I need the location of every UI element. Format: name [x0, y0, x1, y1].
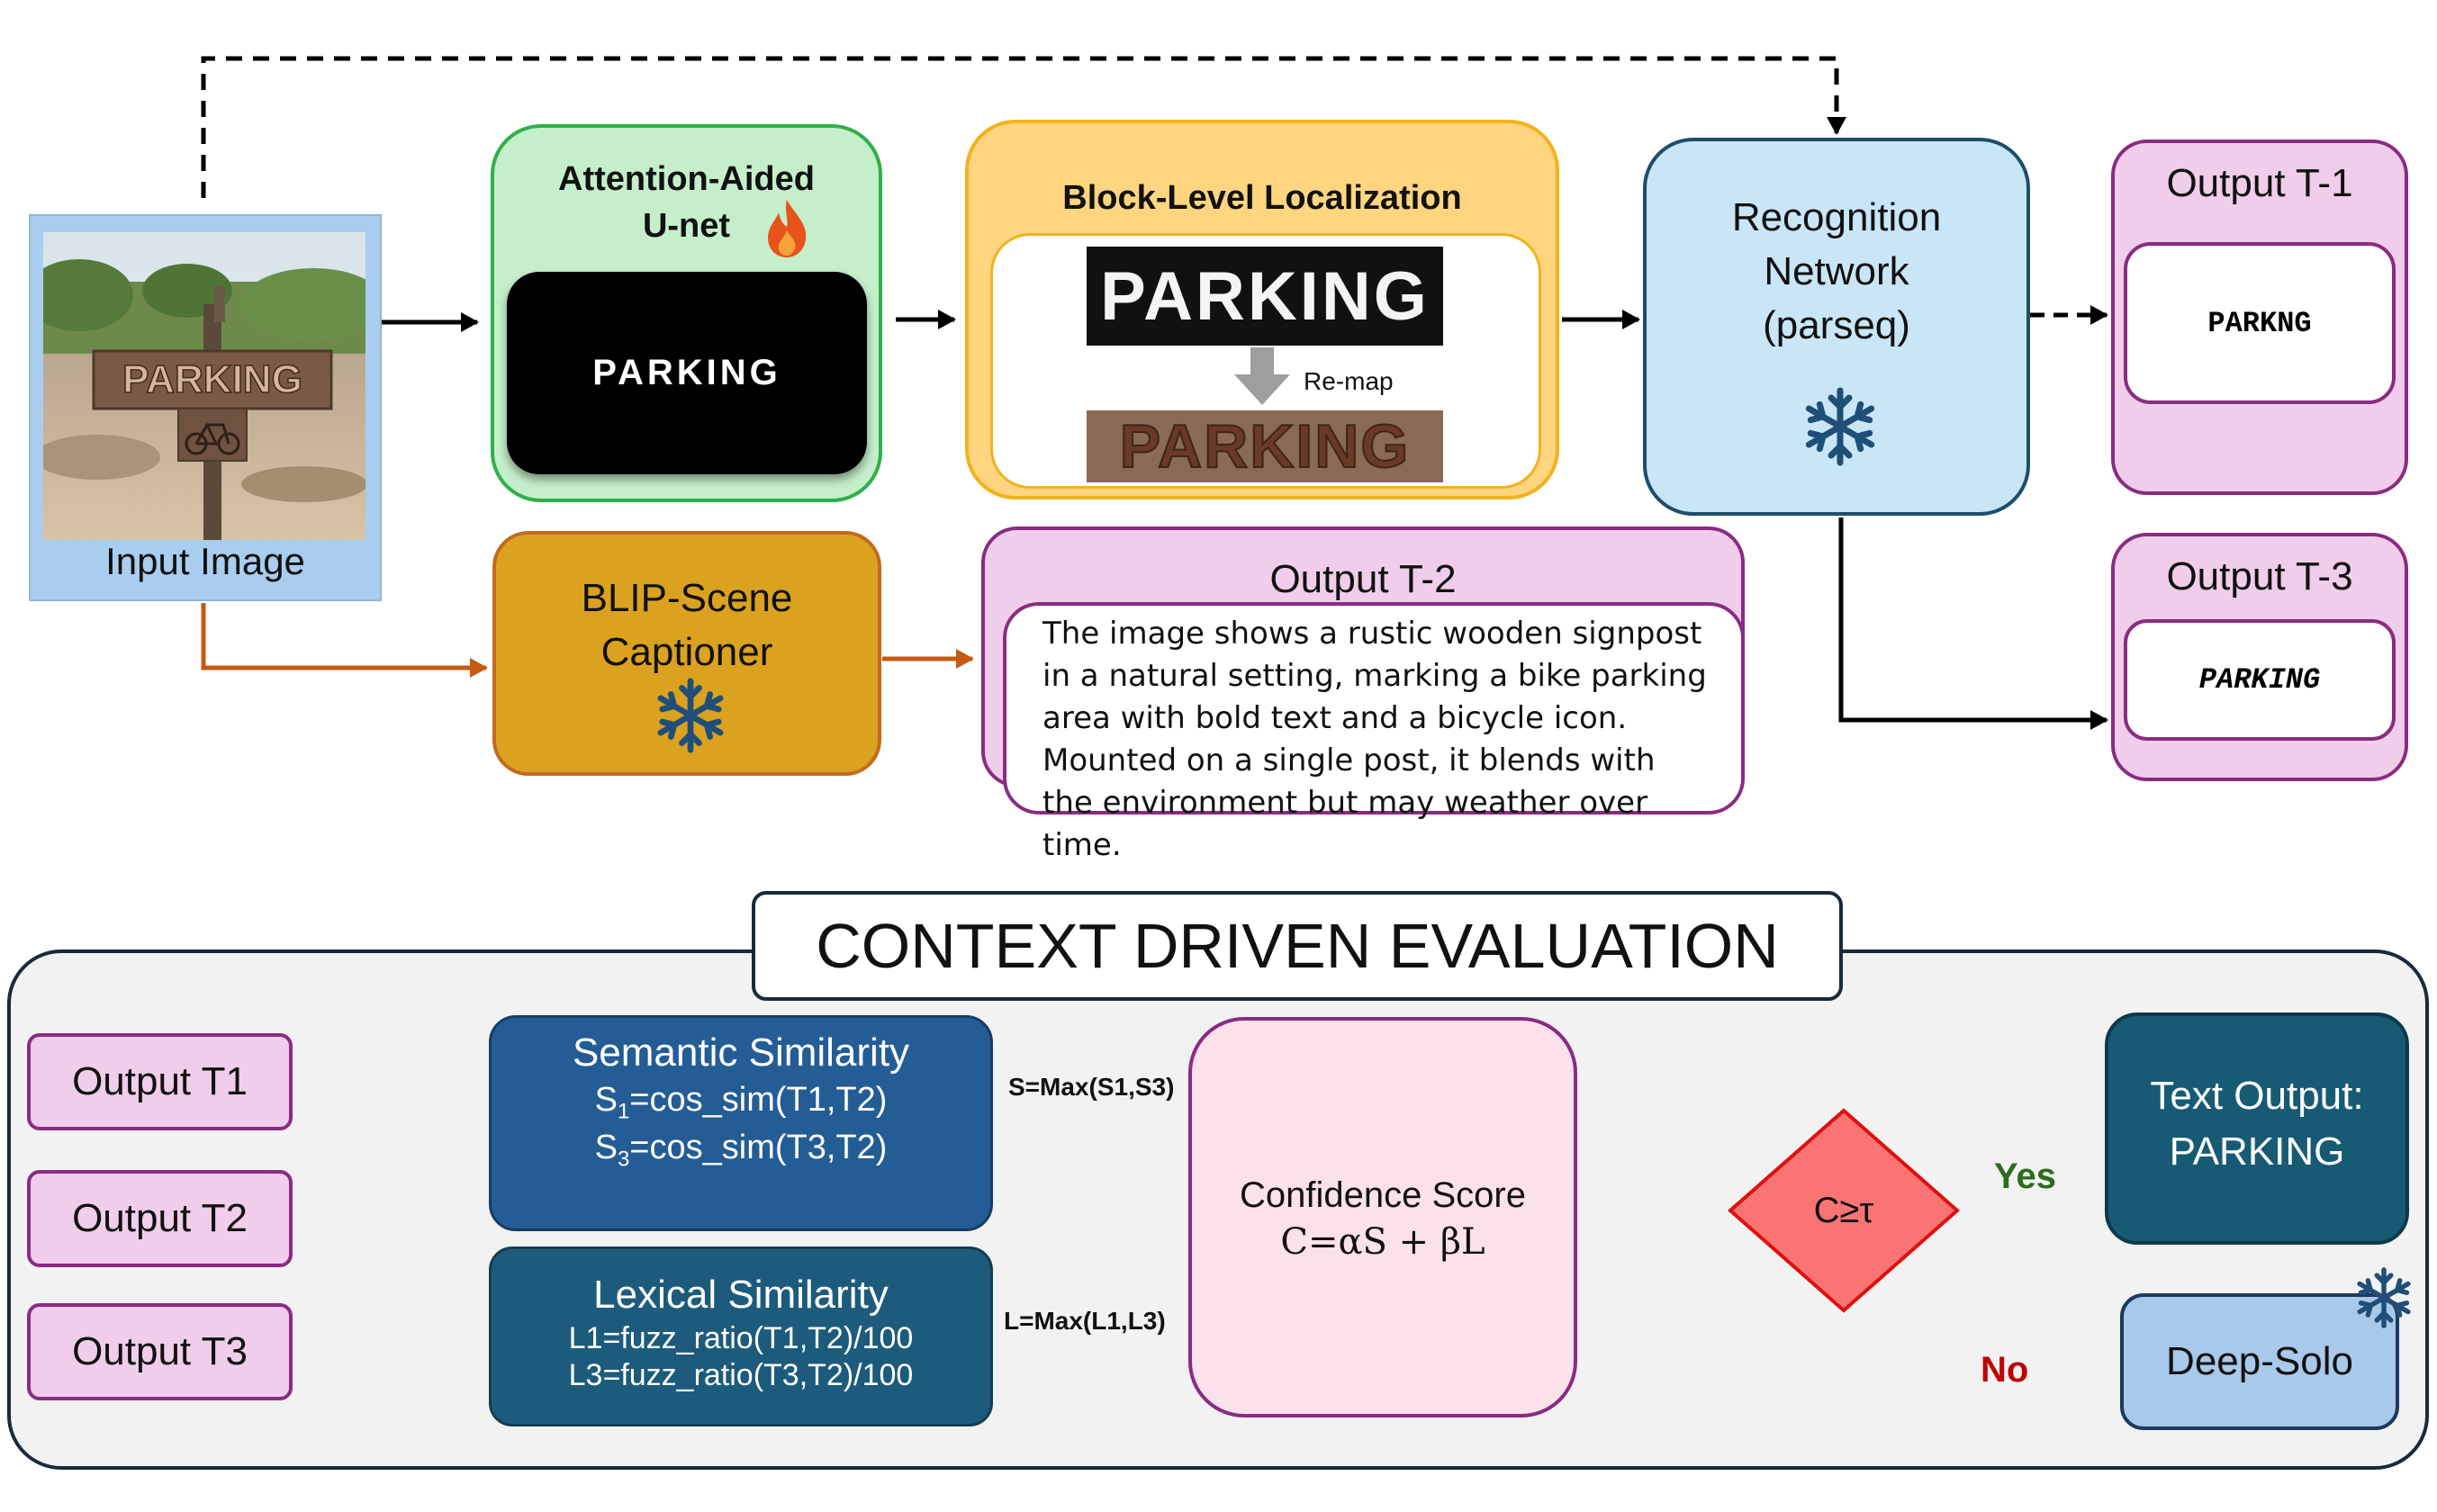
lexical-similarity-box: Lexical Similarity L1=fuzz_ratio(T1,T2)/…: [489, 1246, 993, 1426]
output-t1-title: Output T-1: [2166, 161, 2353, 205]
remap-label: Re-map: [1304, 367, 1394, 395]
output-t3-value: PARKING: [2198, 663, 2321, 697]
output-t2-caption-box: The image shows a rustic wooden signpost…: [1003, 602, 1745, 863]
input-image-caption: Input Image: [105, 540, 305, 582]
block-localization-title: Block-Level Localization: [1062, 179, 1462, 217]
output-t1-value-box: PARKNG: [2124, 242, 2396, 404]
snowflake-icon: [1800, 387, 1881, 467]
output-t1-box: Output T-1 PARKNG: [2111, 140, 2408, 495]
input-image-photo: PARKING: [43, 232, 366, 540]
no-label: No: [1981, 1350, 2029, 1390]
eval-output-t1: Output T1: [27, 1033, 293, 1130]
blip-line1: BLIP-Scene: [581, 576, 793, 620]
recognition-line2: Network: [1764, 249, 1909, 293]
output-t2-caption-text: The image shows a rustic wooden signpost…: [1042, 616, 1707, 863]
unet-mask-text: PARKING: [592, 353, 781, 392]
unet-title-line1: Attention-Aided: [558, 160, 815, 198]
input-image-panel: PARKING Input Image: [29, 214, 382, 601]
semantic-s3: S3=cos_sim(T3,T2): [594, 1128, 888, 1172]
text-output-line1: Text Output:: [2150, 1074, 2364, 1118]
eval-output-t2: Output T2: [27, 1170, 293, 1267]
output-t3-title: Output T-3: [2166, 554, 2353, 598]
s-max-label: S=Max(S1,S3): [1008, 1073, 1175, 1101]
lexical-l1: L1=fuzz_ratio(T1,T2)/100: [568, 1321, 914, 1355]
dashed-feedback-arrow: [201, 56, 1846, 198]
decision-diamond: C≥τ: [1727, 1108, 1961, 1313]
text-output-line2: PARKING: [2169, 1130, 2345, 1174]
unet-box: Attention-Aided U-net PARKING: [491, 124, 882, 502]
confidence-title: Confidence Score: [1240, 1175, 1526, 1215]
output-t2-box: Output T-2 The image shows a rustic wood…: [981, 526, 1745, 863]
snowflake-icon: [2352, 1267, 2415, 1329]
l-max-label: L=Max(L1,L3): [1004, 1307, 1166, 1335]
unet-title-line2: U-net: [642, 207, 731, 245]
localized-text-binary: PARKING: [1087, 247, 1443, 346]
semantic-s1: S1=cos_sim(T1,T2): [594, 1081, 888, 1124]
block-localization-inner: PARKING Re-map PARKING: [990, 233, 1541, 489]
output-t1-value: PARKNG: [2207, 306, 2312, 340]
blip-line2: Captioner: [600, 630, 773, 674]
block-localization-box: Block-Level Localization PARKING Re-map …: [965, 120, 1559, 500]
deep-solo-box: Deep-Solo: [2120, 1293, 2399, 1430]
unet-mask-output: PARKING: [507, 272, 867, 474]
recognition-line3: (parseq): [1763, 303, 1910, 347]
evaluation-title-box: CONTEXT DRIVEN EVALUATION: [752, 891, 1843, 1001]
output-t2-title: Output T-2: [1269, 557, 1457, 601]
text-output-box: Text Output: PARKING: [2105, 1012, 2409, 1245]
eval-output-t3: Output T3: [27, 1303, 293, 1400]
localized-text-crop: PARKING: [1087, 410, 1443, 482]
output-t3-value-box: PARKING: [2124, 619, 2396, 741]
blip-captioner-box: BLIP-Scene Captioner: [492, 531, 881, 776]
sign-text: PARKING: [122, 357, 302, 401]
yes-label: Yes: [1994, 1156, 2056, 1196]
output-t3-box: Output T-3 PARKING: [2111, 533, 2408, 781]
decision-label: C≥τ: [1814, 1191, 1874, 1230]
semantic-similarity-box: Semantic Similarity S1=cos_sim(T1,T2) S3…: [489, 1015, 993, 1231]
confidence-score-box: Confidence Score C=αS + βL: [1188, 1017, 1577, 1418]
down-arrow-icon: [1234, 347, 1290, 405]
evaluation-title: CONTEXT DRIVEN EVALUATION: [816, 911, 1779, 981]
fire-icon: [768, 200, 807, 257]
semantic-title: Semantic Similarity: [572, 1030, 910, 1075]
lexical-title: Lexical Similarity: [593, 1273, 889, 1317]
bicycle-icon: [185, 423, 240, 455]
orange-arrow-input-to-blip: [201, 603, 488, 678]
lexical-l3: L3=fuzz_ratio(T3,T2)/100: [568, 1358, 914, 1392]
arrow-recognition-to-output-t3: [1838, 518, 2108, 730]
snowflake-icon: [652, 678, 729, 754]
recognition-line1: Recognition: [1731, 195, 1942, 239]
recognition-network-box: Recognition Network (parseq): [1643, 138, 2030, 516]
confidence-formula: C=αS + βL: [1280, 1221, 1485, 1263]
